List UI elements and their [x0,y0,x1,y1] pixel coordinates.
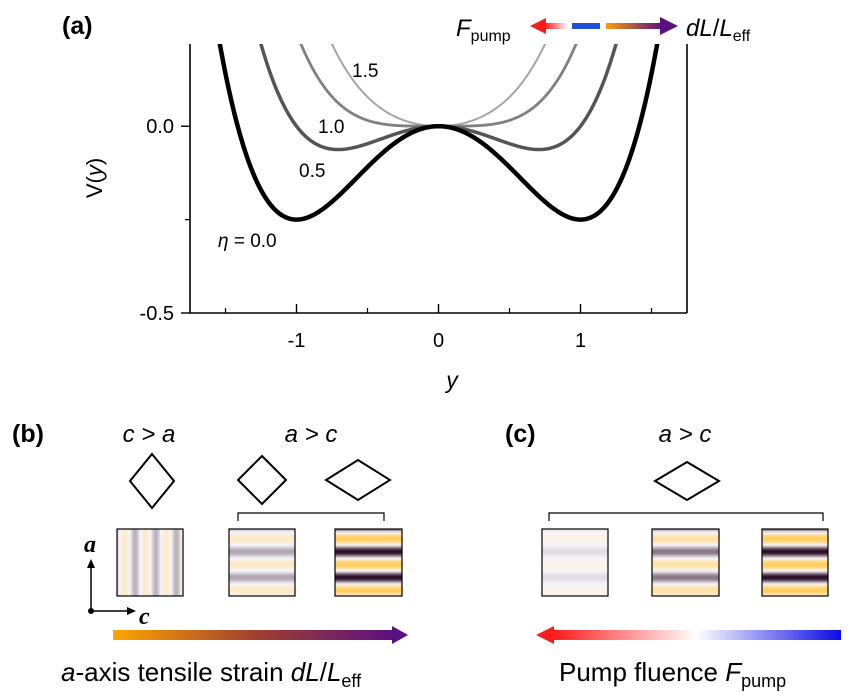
y-tick-label: 0.0 [146,116,174,138]
legend-left-arrowhead [530,18,546,34]
b-condition-c-gt-a: c > a [123,421,176,448]
curve-label-0-5: 0.5 [299,161,325,182]
axis-ticks: -1 0 1 -0.5 0.0 [140,116,653,352]
x-tick-label: 0 [433,330,444,352]
x-tick-label: -1 [288,330,306,352]
curve-label-1-0: 1.0 [318,117,344,138]
panel-a-label: (a) [62,12,93,40]
c-axis-arrowhead [127,607,136,615]
strain-caption: a-axis tensile strain dL/Leff [61,657,362,691]
b-stripe-panel-3 [334,528,403,597]
legend-f-label: Fpump [456,15,511,45]
curve-label-eta-0: η = 0.0 [218,231,277,252]
axes-origin [88,608,94,614]
b-diamond-square [236,454,288,506]
b-stripe-panel-1 [116,528,184,597]
panel-c-label: (c) [505,420,536,448]
series-line-eta-1-5 [330,44,547,128]
curve-label-1-5: 1.5 [352,61,378,82]
pump-gradient-bar [552,630,841,640]
legend-strain-segment [606,23,662,29]
x-tick-label: 1 [575,330,586,352]
potential-curves [217,44,660,222]
series-line-eta-1 [299,44,578,128]
series-line-eta-0 [217,44,660,222]
strain-arrowhead [392,626,408,644]
crystal-axes: a c [84,532,150,630]
b-condition-a-gt-c: a > c [285,421,338,448]
legend-red-segment [545,23,568,29]
pump-caption: Pump fluence Fpump [559,657,786,691]
a-axis-label: a [84,532,96,558]
legend-dl-label: dL/Leff [686,15,751,45]
x-axis-label: y [444,367,459,393]
c-axis-label: c [139,604,150,630]
c-bracket [548,512,824,521]
legend-right-arrowhead [660,17,678,35]
legend-arrow: Fpump dL/Leff [456,15,751,45]
y-axis-label: V(y) [82,158,107,198]
strain-gradient-bar [113,630,397,640]
c-stripe-panel-2 [651,528,720,597]
y-tick-label: -0.5 [140,303,174,325]
c-condition-a-gt-c: a > c [659,421,712,448]
b-bracket [237,512,385,521]
c-diamond-wide [653,460,721,502]
b-stripe-panel-2 [228,528,296,597]
pump-arrowhead [536,626,554,644]
a-axis-arrowhead [87,559,95,568]
c-stripe-panel-1 [541,528,609,597]
b-diamond-wide [324,458,392,502]
c-stripe-panel-3 [761,528,829,597]
panel-b-label: (b) [12,420,44,448]
b-diamond-tall [128,452,176,510]
legend-blue-segment [572,23,600,29]
